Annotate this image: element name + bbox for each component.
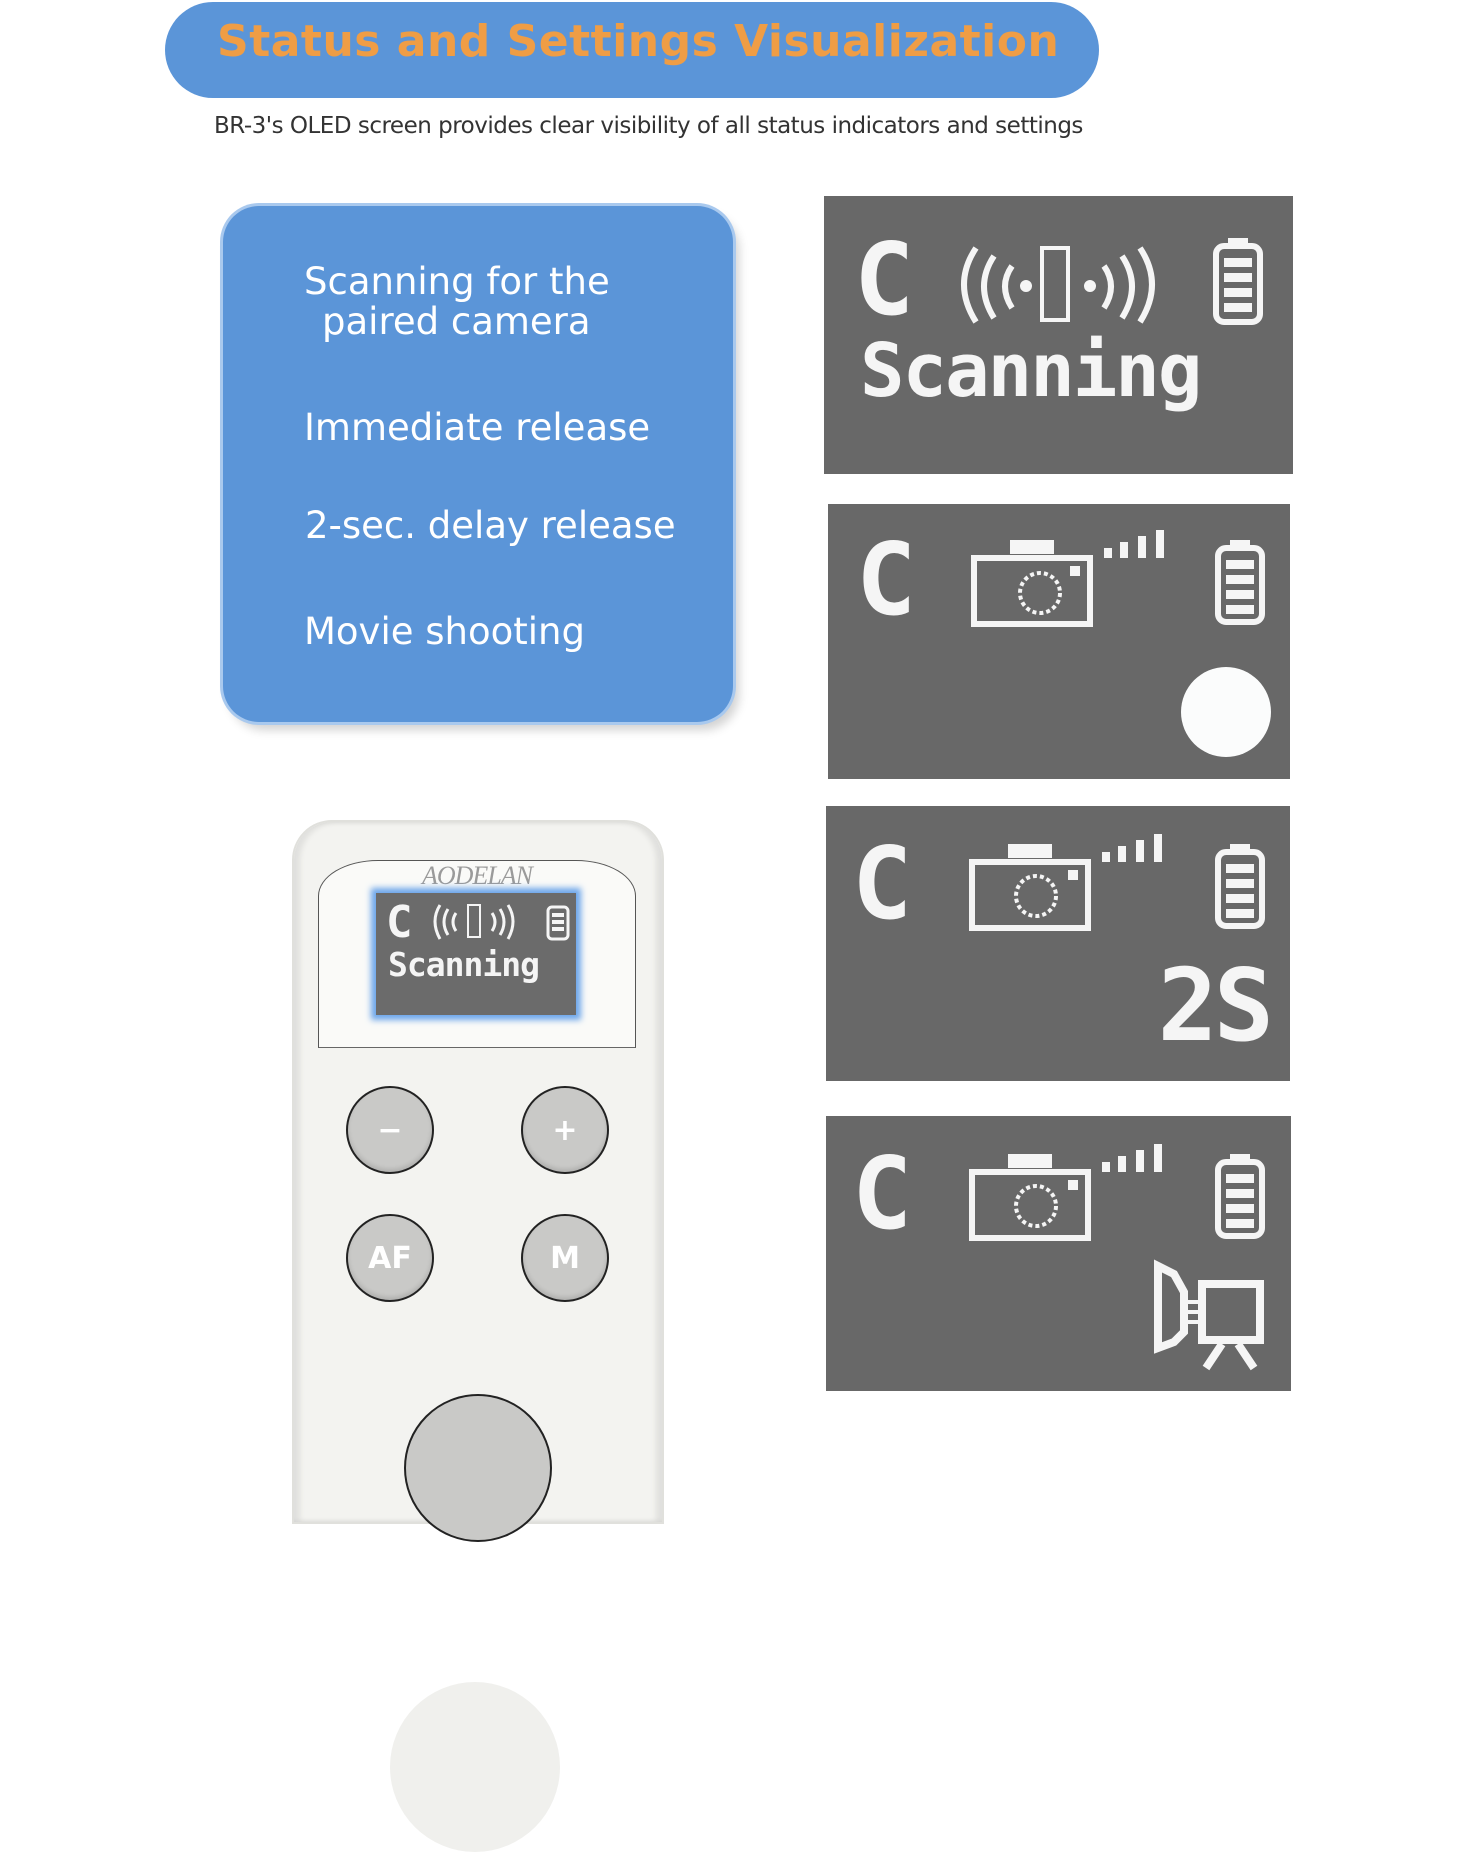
battery-full-icon [546,905,570,941]
signal-bars-icon [1104,530,1164,558]
delay-text: 2S [1157,947,1274,1064]
af-button[interactable]: AF [346,1214,434,1302]
legend-item-movie: Movie shooting [304,610,585,653]
camera-icon [971,540,1093,627]
legend-text: paired camera [322,300,591,343]
m-button[interactable]: M [521,1214,609,1302]
screen-graphics: C [856,521,1271,757]
camera-icon [969,844,1091,931]
legend-item-scanning: Scanning for the paired camera [304,262,610,342]
oled-screen-immediate: C [828,504,1290,779]
signal-bars-icon [1102,1144,1162,1172]
page-title: Status and Settings Visualization [217,16,1060,67]
plus-button[interactable]: + [521,1086,609,1174]
page-subtitle: BR-3's OLED screen provides clear visibi… [214,113,1083,139]
mode-letter: C [854,221,914,338]
shutter-button[interactable] [404,1394,552,1542]
minus-button[interactable]: − [346,1086,434,1174]
screen-graphics: C [852,1135,1265,1371]
screen-graphics: C [852,825,1265,942]
battery-full-icon [1213,238,1263,325]
mode-letter: C [852,825,912,942]
battery-full-icon [1215,844,1265,929]
remote-head: AODELAN C [318,860,636,1048]
brand-logo: AODELAN [422,861,533,890]
mini-status-text: Scanning [388,945,540,984]
shutter-ring [390,1682,560,1852]
oled-screen-scanning: C Scanning [824,196,1293,474]
status-text: Scanning [860,328,1202,414]
movie-camera-icon [1154,1259,1264,1371]
battery-full-icon [1215,1154,1265,1239]
legend-item-2sec: 2-sec. delay release [305,504,676,547]
scanning-remote-icon [961,246,1155,324]
oled-screen-2s: C 2S [826,806,1290,1081]
mini-screen-graphics: C [386,897,570,948]
legend-text: Scanning for the [304,260,610,303]
remote-oled-screen: C Scanning [376,893,576,1015]
mode-letter: C [852,1135,912,1252]
mode-letter: C [386,897,413,948]
filled-circle-icon [1181,667,1271,757]
battery-full-icon [1215,540,1265,625]
signal-bars-icon [1102,834,1162,862]
mode-letter: C [856,521,916,638]
screen-graphics: C [854,221,1263,338]
legend-card: Scanning for the paired camera Immediate… [223,206,733,722]
remote-control: AODELAN C [292,820,664,1852]
oled-screen-movie: C [826,1116,1291,1391]
title-banner: Status and Settings Visualization [165,2,1099,98]
legend-item-immediate: Immediate release [304,406,651,449]
camera-icon [969,1154,1091,1241]
scanning-remote-icon [433,904,515,940]
